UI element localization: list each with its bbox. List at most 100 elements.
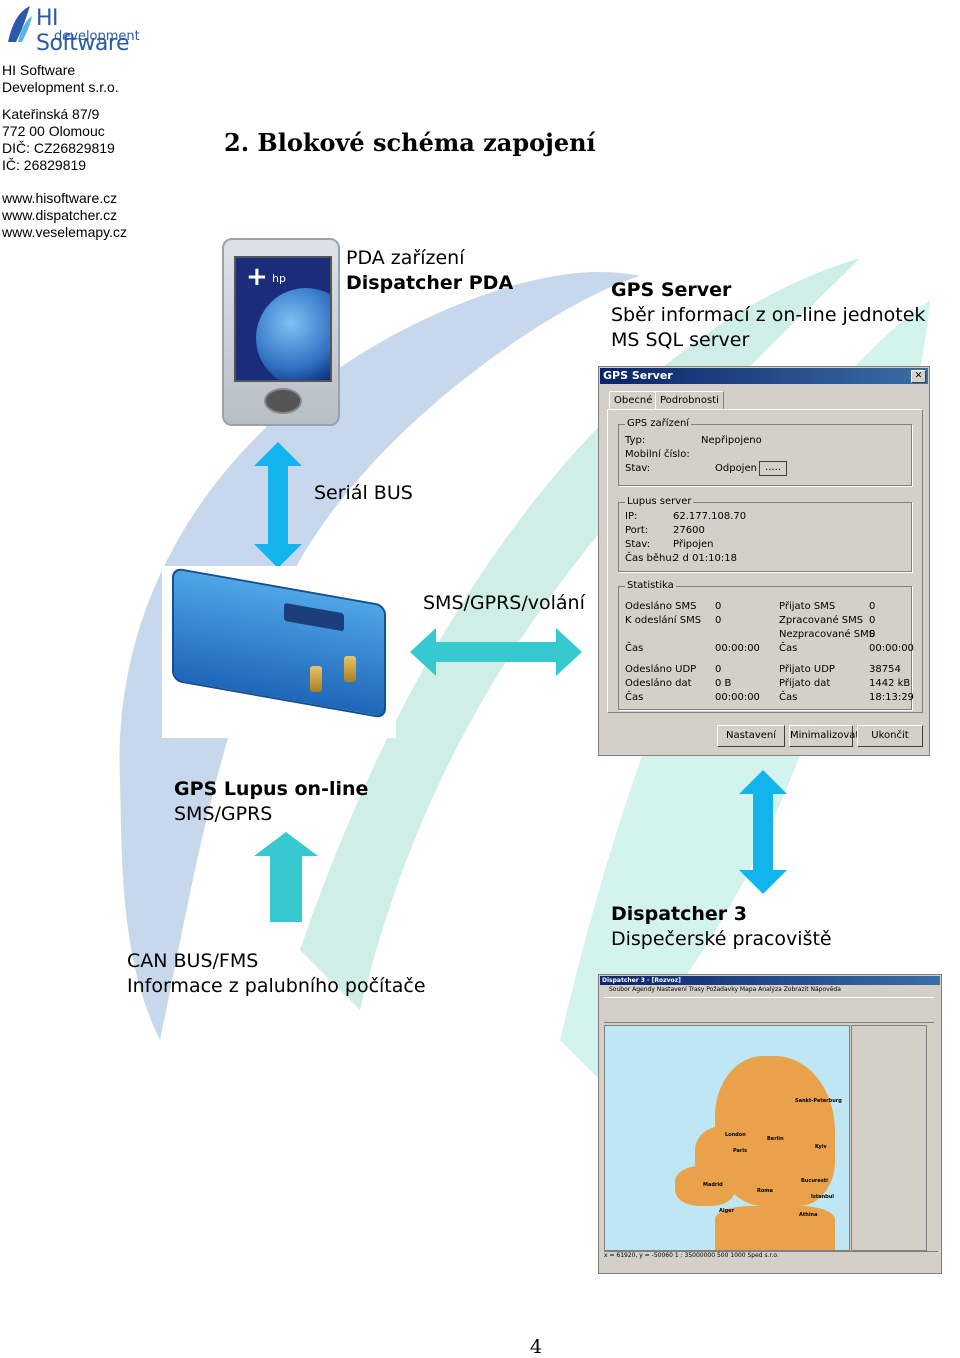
dispatcher-status-bar: x = 61920, y = -50060 1 : 35000000 500 1… xyxy=(604,1251,938,1261)
dispatcher-menu[interactable]: Soubor Agendy Nastavení Trasy Požadavky … xyxy=(609,986,841,993)
tab-podrobnosti[interactable]: Podrobnosti xyxy=(655,391,724,409)
stat-value: 0 xyxy=(869,615,876,626)
dispatcher-window-title: Dispatcher 3 - [Rozvoz] xyxy=(600,976,940,985)
canbus-arrow xyxy=(254,832,318,922)
dispatcher-toolbar xyxy=(604,997,934,1023)
map-land xyxy=(675,1166,735,1206)
dispatcher-label: Dispatcher 3 Dispečerské pracoviště xyxy=(611,902,832,952)
company-web-1[interactable]: www.hisoftware.cz xyxy=(2,190,118,206)
stat-label: Přijato UDP xyxy=(779,664,835,675)
globe-image xyxy=(256,288,330,380)
minimize-button[interactable]: Minimalizovat xyxy=(789,725,859,747)
mobile-label: Mobilní číslo: xyxy=(625,449,690,460)
company-street: Kateřinská 87/9 xyxy=(2,106,100,122)
hp-brand: hp xyxy=(272,272,286,285)
city-label: Sankt-Peterburg xyxy=(795,1098,842,1104)
ip-value: 62.177.108.70 xyxy=(673,511,747,522)
close-icon[interactable]: ✕ xyxy=(911,370,926,383)
lupus-title: GPS Lupus on-line xyxy=(174,778,369,800)
canbus-line2: Informace z palubního počítače xyxy=(127,975,426,997)
company-info: HI Software Development s.r.o. Kateřinsk… xyxy=(2,62,127,241)
type-label: Typ: xyxy=(625,435,646,446)
vehicle-list-panel[interactable] xyxy=(851,1025,927,1251)
lupus-label: GPS Lupus on-line SMS/GPRS xyxy=(174,777,368,827)
group-title: GPS zařízení xyxy=(625,418,692,429)
city-label: Roma xyxy=(757,1188,773,1194)
statistics-group: Statistika Odesláno SMS 0 K odeslání SMS… xyxy=(618,580,914,710)
stat-label: Čas xyxy=(779,692,798,703)
settings-button[interactable]: Nastavení xyxy=(717,725,785,747)
page-heading: 2. Blokové schéma zapojení xyxy=(224,128,596,157)
city-label: Istanbul xyxy=(811,1194,835,1200)
logo-subtext: development xyxy=(54,29,140,44)
stat-label: K odeslání SMS xyxy=(625,615,702,626)
stat-value: 0 xyxy=(715,601,722,612)
group-title: Statistika xyxy=(625,580,676,591)
gps-unit-body xyxy=(172,567,386,719)
gps-device-group: GPS zařízení Typ: Nepřipojeno Mobilní čí… xyxy=(618,418,912,486)
stat-label: Přijato dat xyxy=(779,678,831,689)
stat-label: Čas xyxy=(625,643,644,654)
gps-server-line2: Sběr informací z on-line jednotek xyxy=(611,304,926,326)
page-number: 4 xyxy=(530,1336,543,1358)
runtime-value: 2 d 01:10:18 xyxy=(673,553,737,564)
gps-server-dialog: GPS Server ✕ Obecné Podrobnosti GPS zaří… xyxy=(598,366,930,756)
canbus-label: CAN BUS/FMS Informace z palubního počíta… xyxy=(127,949,426,999)
pda-label: PDA zařízení Dispatcher PDA xyxy=(346,246,513,296)
europe-map[interactable]: Sankt-Peterburg London Berlin Kyiv Paris… xyxy=(604,1025,850,1251)
pda-device-image: + hp xyxy=(222,238,340,426)
company-dic: DIČ: CZ26829819 xyxy=(2,140,115,156)
pda-screen: + hp xyxy=(234,256,332,382)
port-value: 27600 xyxy=(673,525,705,536)
stat-value: 18:13:29 xyxy=(869,692,914,703)
type-value: Nepřipojeno xyxy=(701,435,762,446)
ip-label: IP: xyxy=(625,511,638,522)
stat-label: Odesláno dat xyxy=(625,678,692,689)
dialog-panel: GPS zařízení Typ: Nepřipojeno Mobilní čí… xyxy=(607,409,923,713)
city-label: London xyxy=(725,1132,746,1138)
serial-bus-arrow xyxy=(254,442,302,568)
dialog-title: GPS Server xyxy=(600,368,928,384)
city-label: Madrid xyxy=(703,1182,723,1188)
unit-port xyxy=(284,602,344,632)
group-title: Lupus server xyxy=(625,496,694,507)
stat-label: Zpracované SMS xyxy=(779,615,864,626)
stat-value: 0 xyxy=(869,629,876,640)
stat-value: 0 xyxy=(715,664,722,675)
connect-button[interactable]: ..... xyxy=(759,461,787,476)
canbus-line1: CAN BUS/FMS xyxy=(127,950,259,972)
logo-mark-icon xyxy=(8,6,32,42)
company-name-1: HI Software xyxy=(2,62,76,78)
dispatcher-arrow xyxy=(739,770,787,894)
tab-obecne[interactable]: Obecné xyxy=(609,391,658,409)
antenna-connector-icon xyxy=(310,666,322,692)
lupus-server-group: Lupus server IP: 62.177.108.70 Port: 276… xyxy=(618,496,912,572)
gps-server-line3: MS SQL server xyxy=(611,329,750,351)
sms-link-label: SMS/GPRS/volání xyxy=(423,592,585,614)
stat-value: 00:00:00 xyxy=(869,643,914,654)
pda-nav-button xyxy=(264,388,302,414)
stat-label: Odesláno UDP xyxy=(625,664,697,675)
port-label: Port: xyxy=(625,525,649,536)
antenna-connector-icon xyxy=(344,656,356,682)
close-button[interactable]: Ukončit xyxy=(857,725,923,747)
city-label: Bucuresti xyxy=(801,1178,828,1184)
company-web-2[interactable]: www.dispatcher.cz xyxy=(2,207,118,223)
company-web-3[interactable]: www.veselemapy.cz xyxy=(2,224,128,240)
logo-text: HI Software xyxy=(36,6,129,56)
pda-label-line2: Dispatcher PDA xyxy=(346,272,514,294)
state-value: Odpojen xyxy=(715,463,757,474)
city-label: Berlin xyxy=(767,1136,784,1142)
stat-value: 0 xyxy=(715,615,722,626)
stat-value: 0 xyxy=(869,601,876,612)
stat-label: Čas xyxy=(779,643,798,654)
dispatcher-title: Dispatcher 3 xyxy=(611,903,747,925)
city-label: Athina xyxy=(799,1212,818,1218)
company-city: 772 00 Olomouc xyxy=(2,123,105,139)
stat-value: 1442 kB xyxy=(869,678,911,689)
runtime-label: Čas běhu: xyxy=(625,553,676,564)
lupus-state-label: Stav: xyxy=(625,539,651,550)
dispatcher-subtitle: Dispečerské pracoviště xyxy=(611,928,832,950)
stat-value: 0 B xyxy=(715,678,732,689)
city-label: Kyiv xyxy=(815,1144,827,1150)
